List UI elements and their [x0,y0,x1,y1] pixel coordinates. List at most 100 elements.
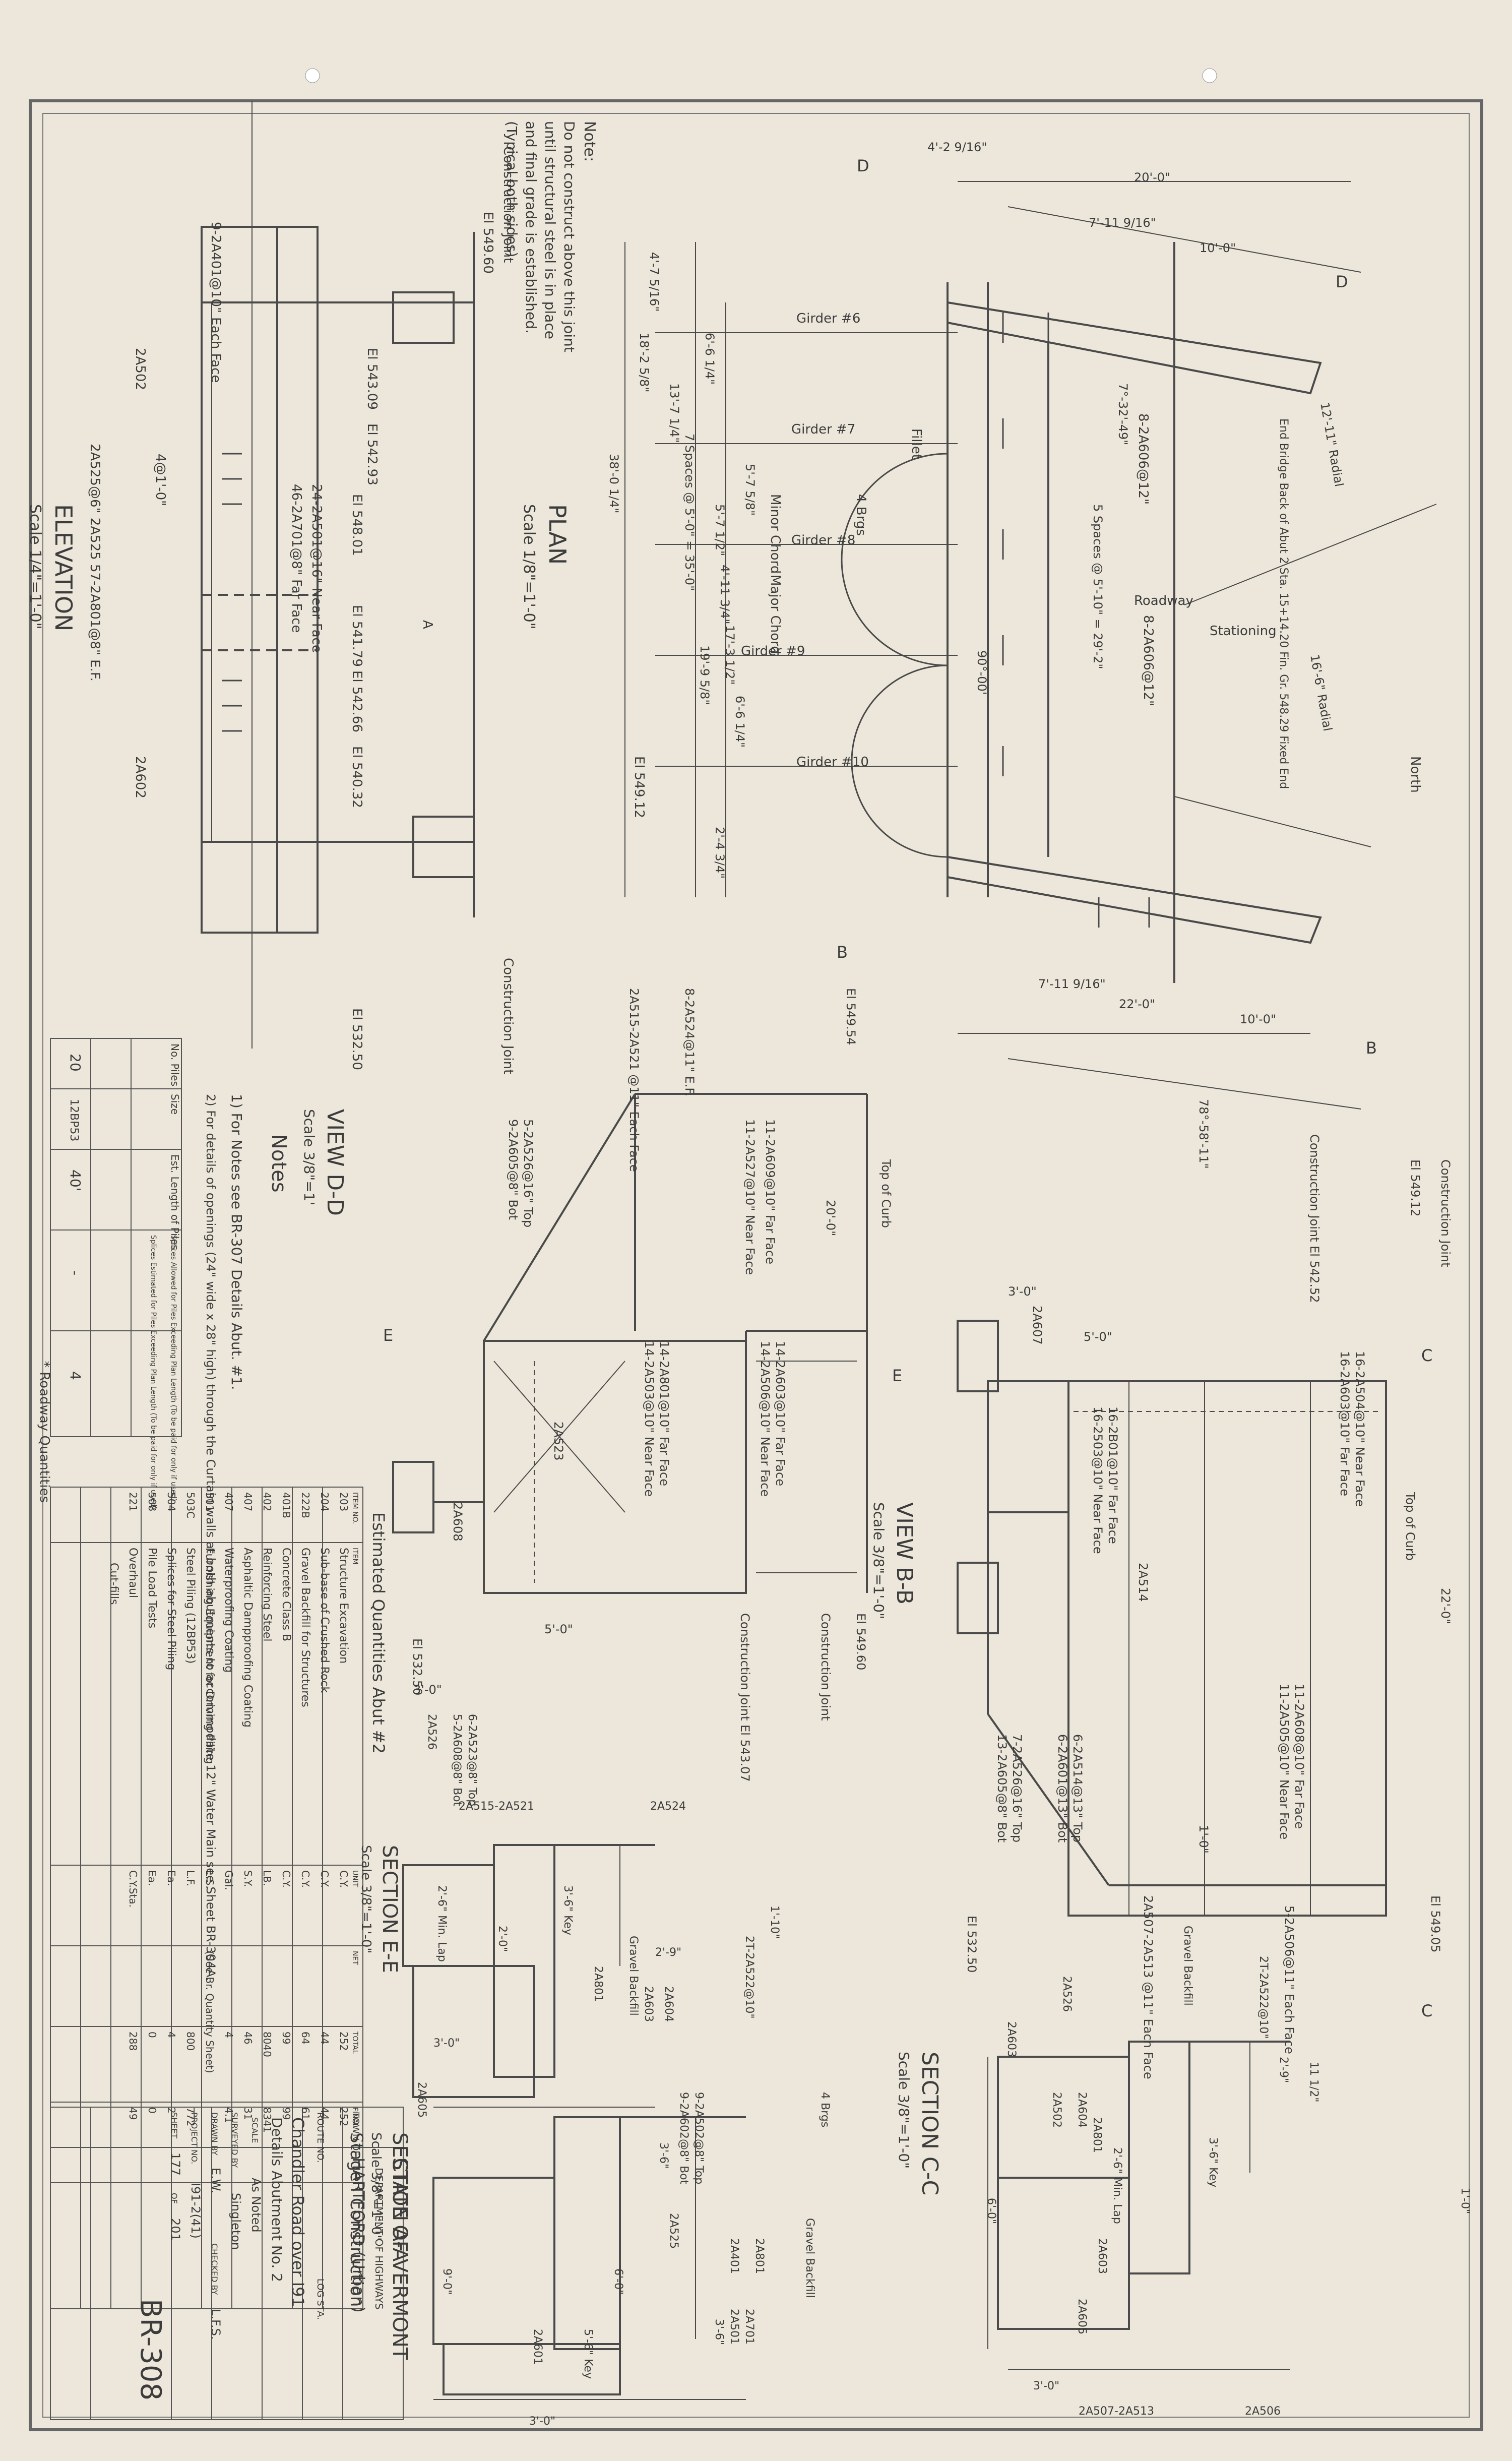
elevation-label: El 549.12 [632,756,647,818]
elevation-note-line: (Typical both sides) [503,121,520,257]
plan-dim: 4'-2 9/16" [927,140,987,154]
quantities-cell: C.Y. [280,1870,292,1888]
view-bb-label: 1'-0" [1196,1825,1211,1854]
view-bb-bar: 2A514 [1136,1563,1150,1602]
elevation-note-line: Do not construct above this joint [561,121,578,352]
quantities-title: Estimated Quantities Abut #2 [369,1512,388,1754]
section-marker: C [1421,1346,1432,1365]
plan-label: Minor Chord [768,494,783,574]
elevation-label: El 549.60 [480,212,495,274]
elevation-note-line: until structural steel is in place [542,121,558,339]
elevation-bars: 2A502 2A602 4@1'-0" 46-2A701@8" Far Face… [87,222,324,798]
section-ee-label: 2T-2A522@10" [743,1936,755,2019]
elevation-bar: 2A502 [133,348,148,390]
view-dd-label: Construction Joint [818,1613,833,1721]
plan-drawing [624,181,1437,1110]
view-bb-bar: 13-2A605@8" Bot [995,1734,1009,1842]
checked-by: L.F.S. [209,2309,223,2340]
quantities-cell: 99 [280,2107,292,2120]
section-marker: B [1366,1038,1377,1058]
section-cc-label: 2A603 [1005,2021,1018,2057]
project-description: Chandler Road over I91 [288,2117,307,2307]
scale-value: As Noted [249,2178,263,2233]
view-dd-label: El 549.60 [854,1613,868,1670]
view-dd-label: Top of Curb [879,1159,893,1228]
surveyed-label: SURVEYED BY [230,2112,239,2168]
sheet-description: Details Abutment No. 2 [269,2117,285,2282]
section-aa-drawing [432,2116,746,2400]
elevation-bar: 24-2A501@16" Near Face [309,484,324,653]
view-dd-bar: 11-2A609@10" Far Face [763,1119,777,1264]
town-label: TOWN OF [350,2112,361,2156]
section-cc-label: 2A507-2A513 [1079,2405,1154,2418]
view-dd-label: Construction Joint El 543.07 [738,1613,752,1782]
quantities-cell: 252 [338,2107,350,2126]
section-ee-drawing [402,1844,655,2108]
piles-cell: 20 [67,1054,84,1072]
plan-dim: 5'-7 1/2" [713,504,727,556]
roadway-label: Roadway [1134,593,1193,608]
plan-dim: 4'-11 3/4" [718,565,732,624]
view-bb-label: El 549.12 [1408,1159,1422,1216]
section-marker: E [383,1326,393,1345]
elevation-note-title: Note: [581,121,598,162]
elevation-label: El 548.01 [349,494,364,556]
view-bb-bar: 7-2A526@16" Top [1010,1734,1024,1842]
linework [201,101,1437,2400]
scale-label: SCALE [250,2117,260,2143]
view-dd-bar: 2A608 [451,1502,465,1542]
section-cc-label: 2T-2A522@10" [1257,1956,1270,2039]
sheet-total: 201 [168,2218,182,2241]
log-label: LOG STA. [315,2279,326,2320]
elevation-title-group: ELEVATION Scale 1/4"=1'-0" [26,504,77,631]
elevation-bar: 2A602 [133,756,148,798]
quantities-cell: Asphaltic Dampproofing Coating [241,1548,254,1728]
quantities-cell: 4.1 [223,2107,235,2123]
quantities-header: NET [351,1951,359,1965]
quantities-cell: Overhaul [127,1548,139,1598]
section-cc-label: 2A526 [1060,1976,1073,2012]
title-block: STATE OF VERMONT DEPARTMENT OF HIGHWAYS … [168,2112,411,2360]
plan-dim: 22'-0" [1119,997,1155,1011]
plan-dim: 7'-11 9/16" [1038,977,1106,991]
quantities-cell: 0 [146,2107,158,2114]
section-cc-label: 11 1/2" [1307,2062,1320,2103]
plan-dim: 5 Spaces @ 5'-10" = 29'-2" [1091,504,1105,669]
section-cc-label: 6'-0" [985,2198,997,2224]
of-label: OF [169,2193,179,2204]
view-dd-bar: 11-2A527@10" Near Face [743,1119,757,1275]
view-dd-bar: 14-2A603@10" Far Face [773,1341,787,1486]
plan-dim: 78°-58'-11" [1196,1099,1211,1169]
plan-dim: 7°-32'-49" [1116,383,1130,445]
section-aa-scale: Scale 3/8"=1'-0" [368,2132,384,2241]
plan-dim: 7'-11 9/16" [1089,216,1156,230]
view-dd-bar: 2A515-2A521 @11" Each Face [627,988,641,1172]
elevation-note-line: and final grade is established. [523,121,539,334]
quantities-cell: 504 [165,1492,177,1511]
quantities-cell: Sub-base of Crushed Rock [318,1548,331,1693]
section-ee-label: 2'-6" Min. Lap [435,1885,448,1962]
quantities-header: ITEM NO. [351,1492,359,1524]
plan-dim: 18'-2 5/8" [637,333,651,392]
view-dd-bars: 2A515-2A521 @11" Each Face 8-2A524@11" E… [451,988,787,1542]
plan-dim: 20'-0" [1134,170,1170,184]
notes-title: Notes [267,1134,290,1193]
section-marker: B [837,943,848,962]
quantities-cell: C.Y. [299,1870,311,1888]
view-dd-label: 3'-0" [413,1683,442,1697]
elevation-label: El 542.93 [364,423,380,485]
quantities-cell: C.Y. [319,1870,331,1888]
view-dd-bar: 8-2A524@11" E.F. [682,988,697,1096]
section-ee-title-group: SECTION E-E Scale 3/8"=1'-0" [358,1845,401,1973]
section-cc-labels: 2A603 2T-2A522@10" 2'-9" 11 1/2" 1'-0" 2… [985,1926,1471,2418]
elevation-label: Construction Joint [500,958,516,1074]
quantities-cell: Concrete Class B [280,1548,292,1641]
elevation-bar: 46-2A701@8" Far Face [289,484,304,633]
view-dd-bar: 2A523 [551,1422,565,1461]
quantities-cell: 44 [319,2032,331,2044]
view-dd-drawing [392,1093,868,1594]
quantities-cell: 31 [242,2107,254,2120]
notes-item: 2) For details of openings (24" wide x 2… [204,1094,218,1981]
quantities-cell: Reinforcing Steel [261,1548,273,1642]
section-aa-label: 9'-0" [440,2268,453,2295]
